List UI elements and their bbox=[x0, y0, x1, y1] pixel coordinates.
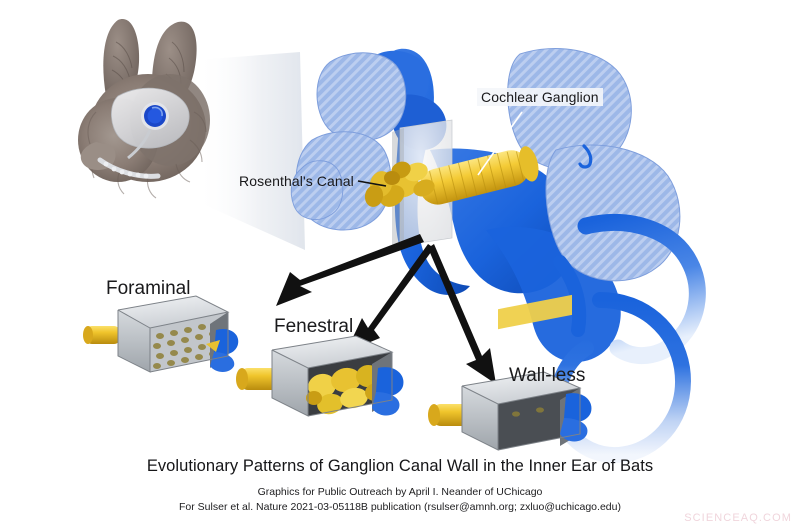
specimen-fenestral bbox=[236, 335, 404, 417]
figure-title: Evolutionary Patterns of Ganglion Canal … bbox=[146, 457, 654, 475]
bat-head-illustration bbox=[78, 19, 210, 199]
caption-block: Evolutionary Patterns of Ganglion Canal … bbox=[0, 455, 800, 515]
specimen-label-fenestral: Fenestral bbox=[274, 316, 354, 337]
specimen-foraminal bbox=[83, 295, 239, 373]
specimen-label-wall-less: Wall-less bbox=[509, 365, 586, 386]
figure-credit-line-1: Graphics for Public Outreach by April I.… bbox=[257, 486, 543, 498]
cochlear-ganglion-structure bbox=[364, 146, 539, 207]
radiating-arrows bbox=[276, 234, 496, 384]
magnification-wedge bbox=[196, 52, 305, 250]
rosenthals-canal-cells bbox=[364, 161, 435, 207]
callout-rosenthals-canal: Rosenthal's Canal bbox=[239, 173, 354, 189]
specimen-wall-less bbox=[428, 294, 592, 451]
specimen-label-foraminal: Foraminal bbox=[106, 278, 191, 299]
figure-credit-line-2: For Sulser et al. Nature 2021-03-05118B … bbox=[179, 501, 621, 513]
callout-cochlear-ganglion: Cochlear Ganglion bbox=[477, 88, 603, 106]
callout-leader-lines bbox=[357, 111, 523, 187]
site-watermark: SCIENCEAQ.COM bbox=[684, 512, 792, 524]
cochlea-hatched-lobes bbox=[290, 48, 681, 282]
